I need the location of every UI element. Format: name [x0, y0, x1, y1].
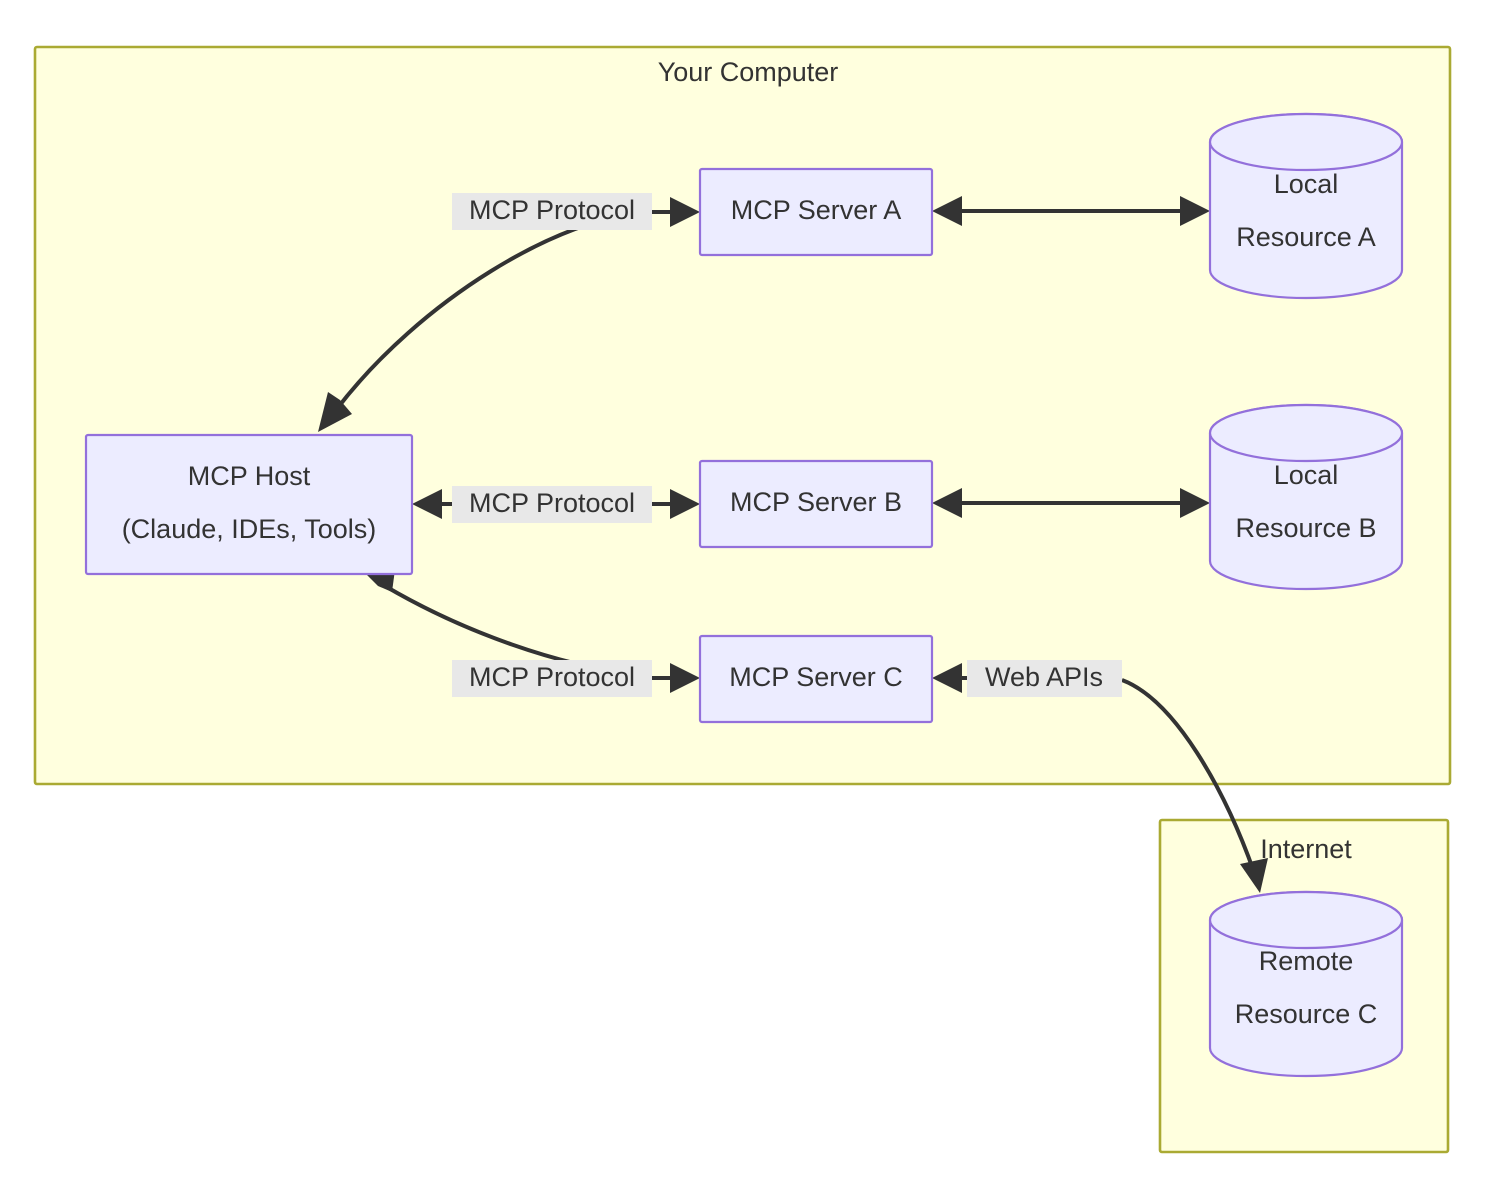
edge-label-host-to-server-b: MCP Protocol	[452, 486, 652, 523]
edge-label-host-to-server-c: MCP Protocol	[452, 660, 652, 697]
node-local-resource-a-line1: Local	[1274, 169, 1339, 199]
edge-label-host-to-server-c-text: MCP Protocol	[469, 662, 635, 692]
node-mcp-server-b-label: MCP Server B	[730, 487, 902, 517]
node-mcp-server-b[interactable]: MCP Server B	[698, 459, 934, 549]
arrowhead-server-a-in	[670, 197, 700, 227]
node-mcp-server-a-label: MCP Server A	[731, 195, 902, 225]
edge-server-a-to-local-a	[932, 196, 1210, 226]
edge-label-host-to-server-b-text: MCP Protocol	[469, 488, 635, 518]
edge-label-server-c-to-remote-c-text: Web APIs	[985, 662, 1103, 692]
node-local-resource-b-line1: Local	[1274, 460, 1339, 490]
arrowhead-local-a	[1180, 196, 1210, 226]
edge-label-server-c-to-remote-c: Web APIs	[967, 660, 1122, 697]
arrowhead-local-b	[1180, 488, 1210, 518]
arrowhead-server-b-back	[932, 488, 962, 518]
arrowhead-host-a	[318, 392, 352, 432]
node-mcp-host[interactable]: MCP Host (Claude, IDEs, Tools)	[84, 433, 414, 576]
node-local-resource-b[interactable]: Local Resource B	[1208, 403, 1404, 591]
arrowhead-remote-c	[1240, 858, 1268, 893]
arrowhead-host-b	[412, 489, 442, 519]
cluster-your-computer-label: Your Computer	[658, 57, 839, 87]
node-local-resource-a[interactable]: Local Resource A	[1208, 112, 1404, 300]
node-remote-resource-c-line2: Resource C	[1235, 999, 1378, 1029]
node-mcp-host-line1: MCP Host	[188, 461, 311, 491]
node-remote-resource-c[interactable]: Remote Resource C	[1208, 890, 1404, 1078]
node-mcp-server-c-label: MCP Server C	[729, 662, 903, 692]
node-mcp-server-a[interactable]: MCP Server A	[698, 167, 934, 257]
node-mcp-server-c[interactable]: MCP Server C	[698, 634, 934, 724]
edge-label-host-to-server-a-text: MCP Protocol	[469, 195, 635, 225]
arrowhead-server-c-in	[670, 663, 700, 693]
arrowhead-server-b	[670, 489, 700, 519]
node-remote-resource-c-line1: Remote	[1259, 946, 1354, 976]
node-local-resource-a-line2: Resource A	[1236, 222, 1376, 252]
cluster-internet-label: Internet	[1260, 834, 1352, 864]
cluster-your-computer	[33, 45, 1452, 786]
edge-server-b-to-local-b	[932, 488, 1210, 518]
node-local-resource-b-line2: Resource B	[1235, 513, 1376, 543]
arrowhead-server-c-web	[932, 663, 962, 693]
node-mcp-host-line2: (Claude, IDEs, Tools)	[122, 514, 377, 544]
edge-label-host-to-server-a: MCP Protocol	[452, 193, 652, 230]
arrowhead-server-a-back	[932, 196, 962, 226]
